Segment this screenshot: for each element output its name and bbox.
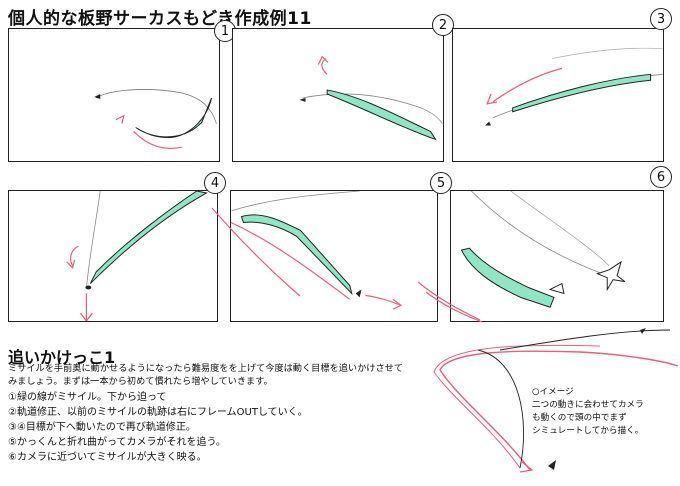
- note-item: ①緑の線がミサイル。下から迫って: [8, 392, 167, 403]
- panel-number-2: 2: [432, 14, 454, 36]
- panel-number-5: 5: [430, 172, 452, 194]
- panel-1-drawing: [94, 89, 217, 149]
- memo-line: シミュレートしてから描く。: [532, 426, 644, 436]
- note-item: ⑥カメラに近づいてミサイルが大きく映る。: [8, 452, 207, 463]
- storyboard-panel-3: [452, 28, 664, 162]
- panel-number-4: 4: [204, 172, 226, 194]
- panel-2-drawing: [299, 55, 443, 141]
- memo-line: も動くので頭の中でまず: [532, 413, 627, 423]
- panel-4-drawing: [66, 191, 208, 321]
- page-title: 個人的な板野サーカスもどき作成例11: [8, 9, 312, 29]
- memo-heading: ○イメージ: [532, 387, 574, 397]
- storyboard-panel-1: [8, 28, 220, 162]
- panel-5-drawing: [231, 191, 403, 310]
- storyboard-panel-2: [232, 28, 444, 162]
- note-item: ③④目標が下へ動いたので再び軌道修正。: [8, 422, 196, 433]
- storyboard-panel-5: [230, 190, 438, 322]
- note-item: ⑤かっくんと折れ曲がってカメラがそれを追う。: [8, 437, 226, 448]
- image-memo: ○イメージ 二つの動きに会わせてカメラ も動くので頭の中でまず シミュレートして…: [532, 386, 644, 438]
- step-notes: ①緑の線がミサイル。下から迫って ②軌道修正、以前のミサイルの軌跡は右にフレーム…: [8, 390, 308, 465]
- panel-number-3: 3: [650, 8, 672, 30]
- note-item: ②軌道修正、以前のミサイルの軌跡は右にフレームOUTしていく。: [8, 407, 308, 418]
- panel-6-drawing: [460, 191, 626, 308]
- section-heading: 追いかけっこ1: [8, 348, 116, 367]
- panel-3-drawing: [485, 47, 663, 126]
- missile-icon: [548, 460, 556, 470]
- storyboard-panel-4: [8, 190, 218, 322]
- storyboard-panel-6: [450, 190, 664, 322]
- intro-text: ミサイルを手前奥に動かせるようになったら難易度をを上げて今度は動く目標を追いかけ…: [8, 363, 404, 387]
- panel-number-6: 6: [650, 166, 672, 188]
- memo-line: 二つの動きに会わせてカメラ: [532, 400, 644, 410]
